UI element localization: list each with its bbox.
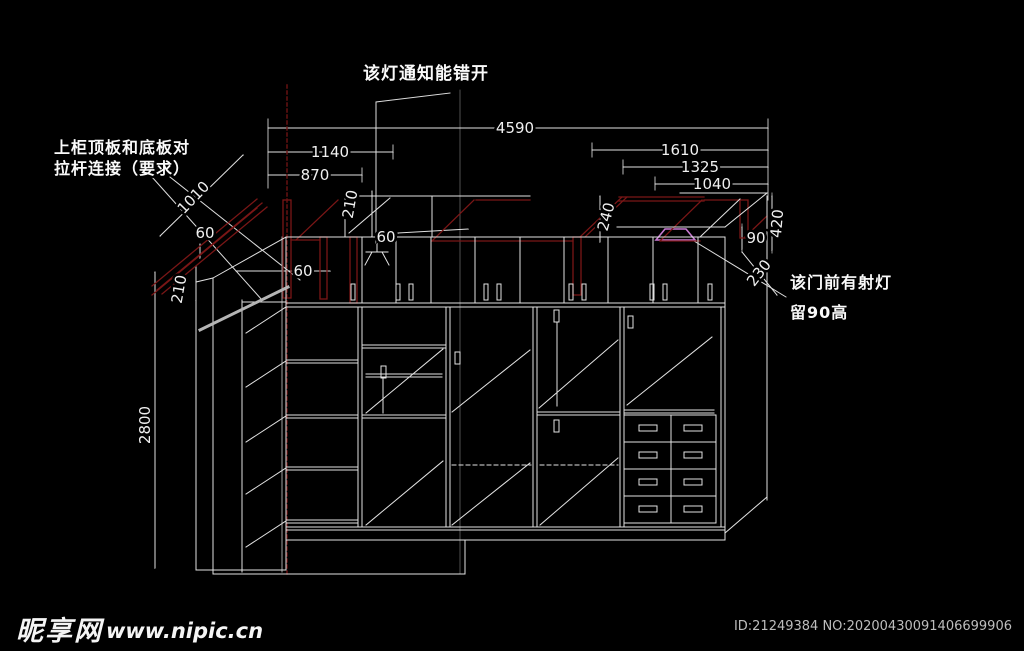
- left-note-line1: 上柜顶板和底板对: [54, 138, 190, 157]
- right-note-line2: 留90高: [790, 303, 848, 322]
- dimension-labels: 4590 1140 870 1610 1325 1040 2800 1010 6…: [134, 117, 790, 447]
- dim-mid-depth: 210: [339, 188, 362, 219]
- annotation-labels: 该灯通知能错开 上柜顶板和底板对 拉杆连接（要求） 该门前有射灯 留90高: [52, 61, 893, 324]
- watermark-site-url: www.nipic.cn: [106, 619, 263, 643]
- red-top-structure: [151, 196, 768, 304]
- cabinet-linework: [195, 192, 768, 575]
- dim-upper-left-b: 870: [301, 166, 330, 184]
- right-note-line1: 该门前有射灯: [790, 273, 892, 292]
- dim-right-diag: 230: [743, 256, 775, 290]
- dim-height: 2800: [136, 406, 154, 444]
- dim-upper-left-a: 1140: [311, 143, 349, 161]
- dim-upper-right-b: 1325: [681, 158, 719, 176]
- dim-right-top: 420: [767, 209, 787, 239]
- dim-right-gap: 90: [746, 229, 765, 247]
- dim-left-diag: 1010: [174, 178, 213, 218]
- dim-upper-right-c: 1040: [693, 175, 731, 193]
- ceiling-lamp-icon: [364, 242, 390, 266]
- top-note-text: 该灯通知能错开: [363, 63, 489, 84]
- dim-left-offset: 60: [195, 224, 214, 242]
- dim-total-width: 4590: [496, 119, 534, 137]
- watermark-bar: 昵享网 www.nipic.cn ID:21249384 NO:20200430…: [16, 616, 1012, 647]
- image-id-text: ID:21249384 NO:20200430091406699906: [734, 619, 1012, 634]
- dim-right-depth: 240: [594, 201, 619, 233]
- dimension-lines: [155, 127, 777, 568]
- watermark-site-name: 昵享网: [16, 616, 105, 647]
- dim-mid-offset: 60: [376, 228, 395, 246]
- dim-left-depth: 210: [168, 273, 191, 304]
- spotlight-icon: [654, 228, 697, 241]
- left-note-line2: 拉杆连接（要求）: [54, 159, 190, 178]
- dim-inner-offset: 60: [293, 262, 312, 280]
- dim-upper-right-a: 1610: [661, 141, 699, 159]
